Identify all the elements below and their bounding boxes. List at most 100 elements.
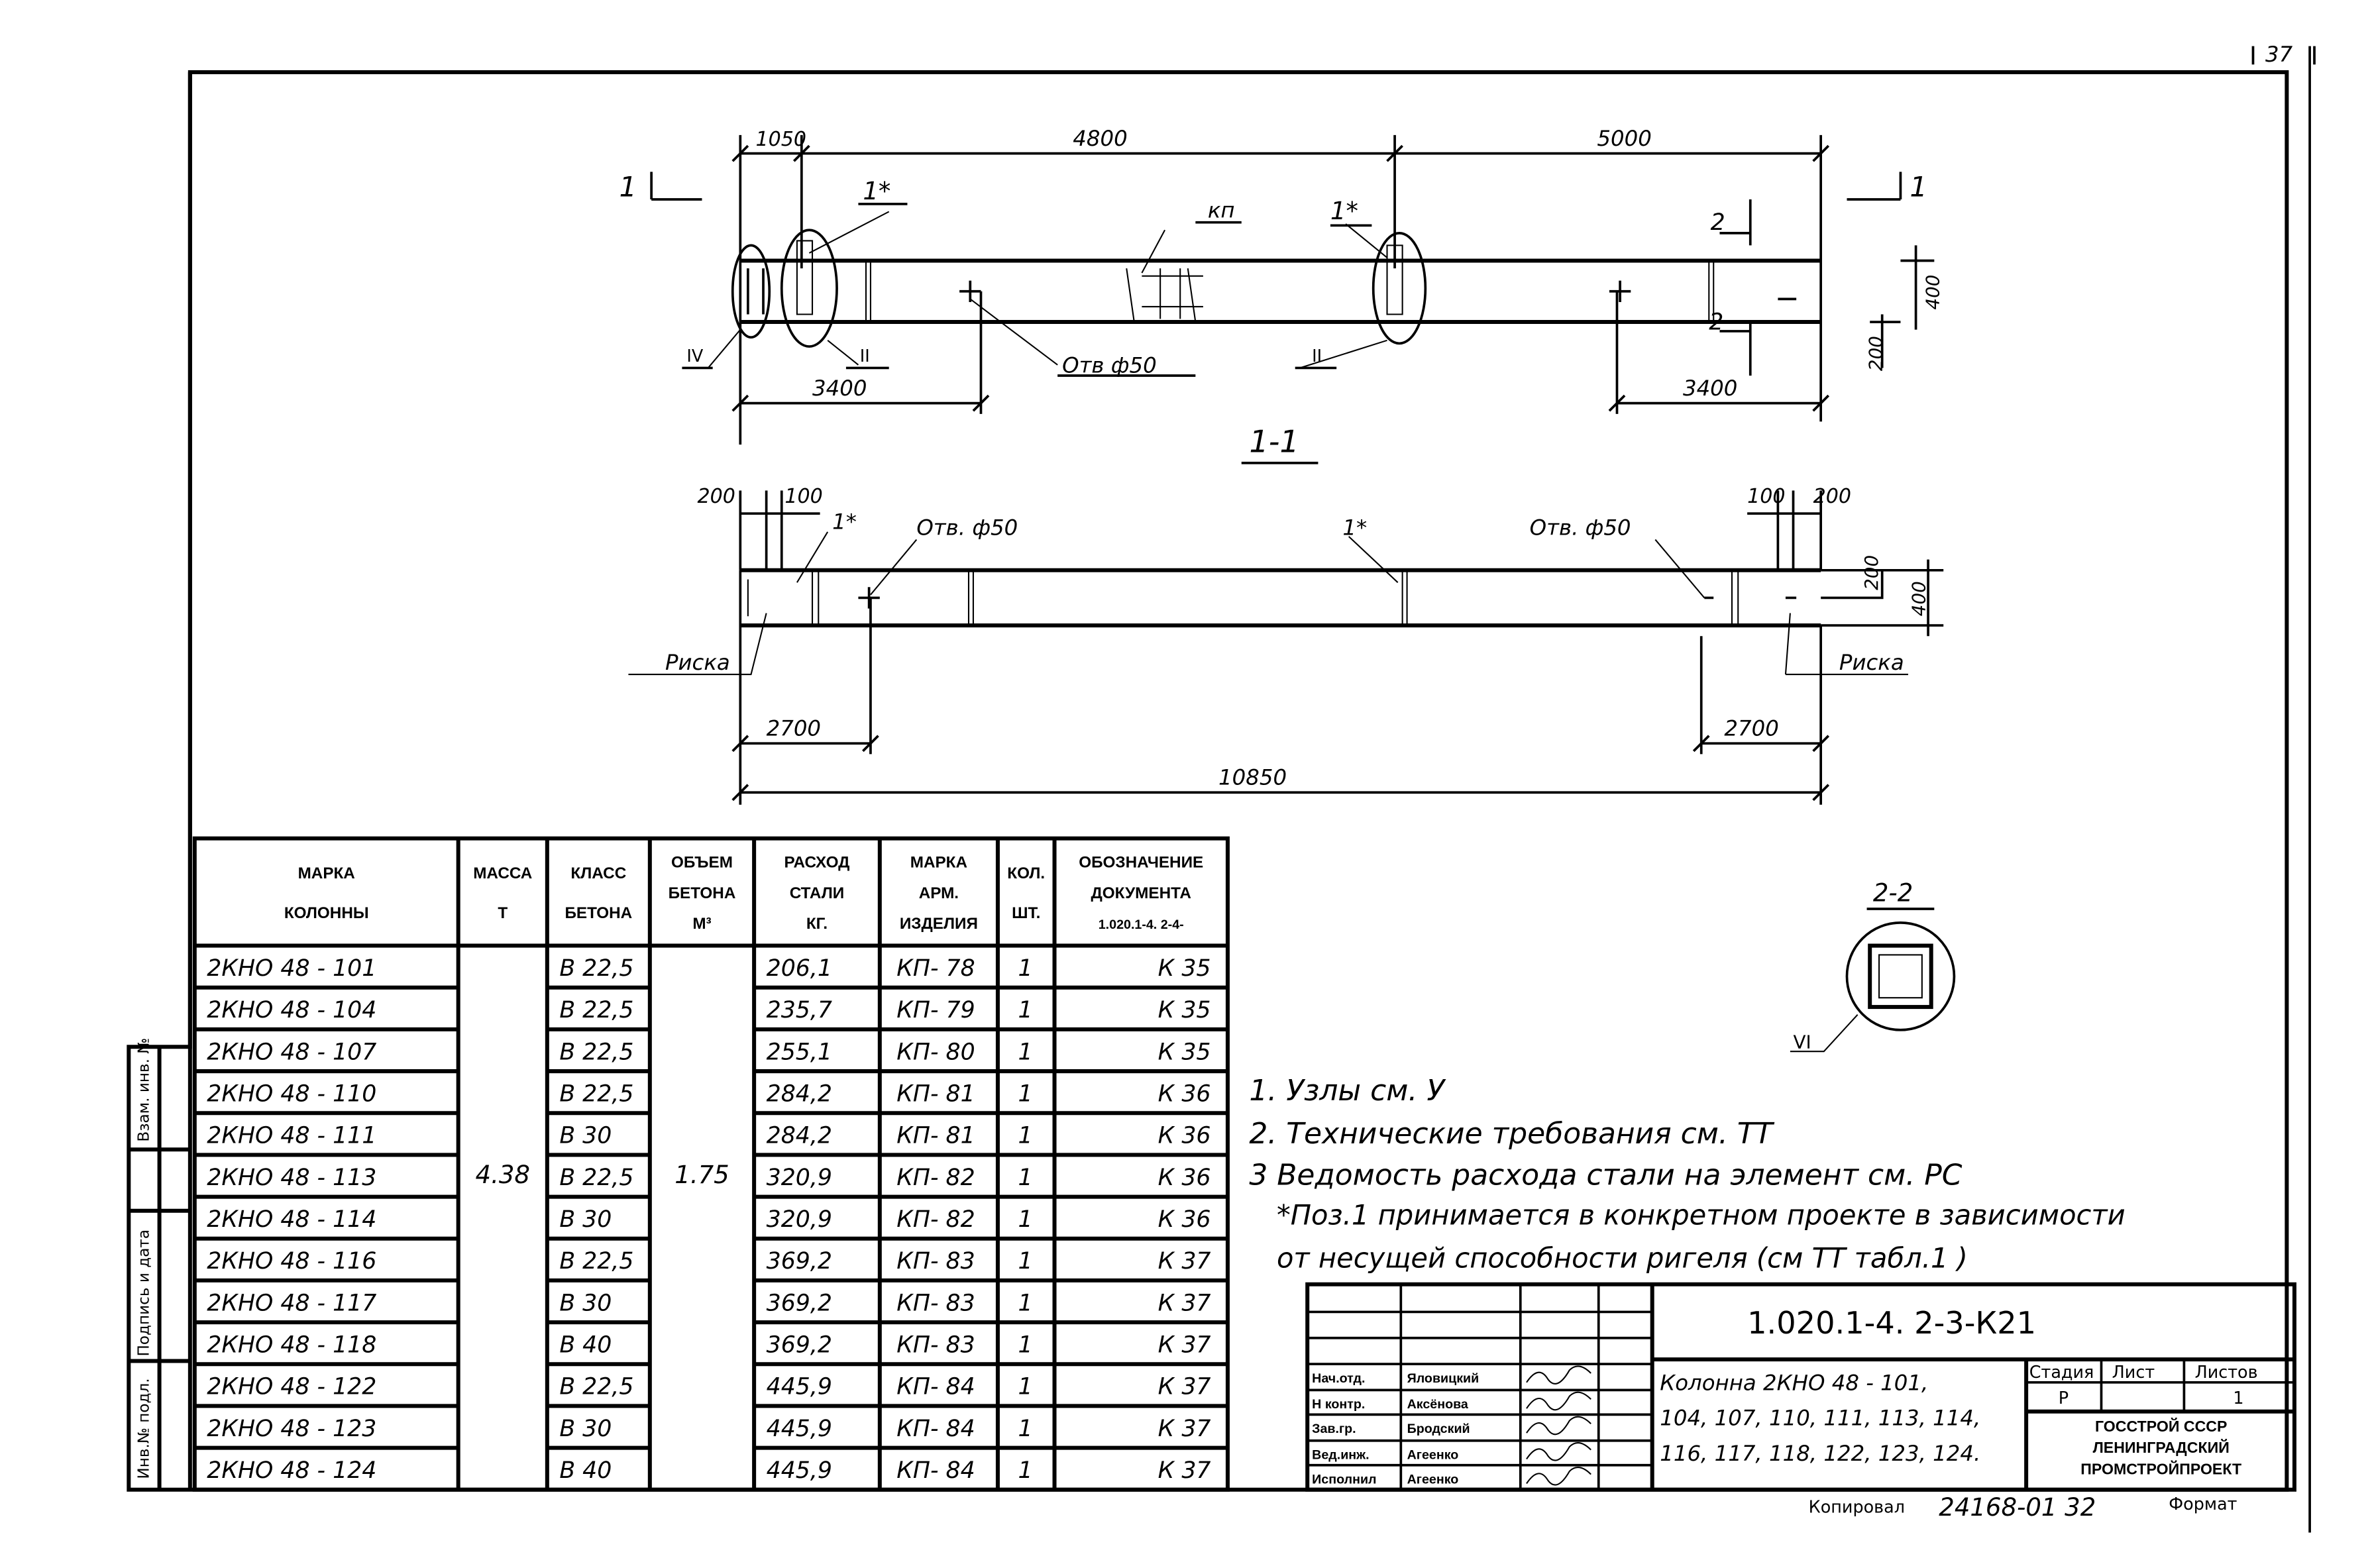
cell-doc: К 36 (1158, 1081, 1211, 1108)
table-header-cell: КЛАСС (570, 864, 626, 882)
cell-arm: КП- 79 (896, 997, 975, 1023)
cell-arm: КП- 81 (896, 1081, 975, 1108)
cell-arm: КП- 84 (896, 1457, 975, 1484)
note-footnote-1: *Поз.1 принимается в конкретном проекте … (1277, 1199, 2126, 1231)
hole-label-right: Отв. ф50 (1530, 515, 1631, 541)
cell-mark: 2КНО 48 - 122 (207, 1374, 376, 1400)
dim-200: 200 (1865, 336, 1887, 371)
volume-value: 1.75 (674, 1161, 729, 1189)
signature (1526, 1442, 1591, 1461)
cell-qty: 1 (1018, 1248, 1033, 1275)
cell-mark: 2КНО 48 - 123 (207, 1416, 376, 1442)
cell-doc: К 36 (1158, 1206, 1211, 1233)
sheet-number: 37 (2265, 42, 2293, 67)
cell-doc: К 37 (1158, 1248, 1211, 1275)
table-header-cell: КОЛОННЫ (284, 904, 369, 922)
cell-qty: 1 (1018, 1374, 1033, 1400)
note-footnote-2: от несущей способности ригеля (см ТТ таб… (1277, 1241, 1968, 1274)
cell-steel: 320,9 (767, 1165, 832, 1191)
cell-steel: 235,7 (767, 997, 832, 1023)
cell-arm: КП- 83 (896, 1290, 975, 1316)
role-name: Агеенко (1407, 1473, 1459, 1487)
dim-5000: 5000 (1597, 126, 1651, 151)
cell-arm: КП- 78 (896, 955, 975, 982)
dim-3400-right: 3400 (1683, 376, 1737, 401)
cell-qty: 1 (1018, 1332, 1033, 1359)
node-vi: VI (1794, 1031, 1811, 1053)
dim-200-right: 200 (1813, 485, 1851, 508)
callout-1-star-left: 1* (863, 177, 890, 205)
sheets-value: 1 (2233, 1388, 2243, 1408)
callout-1-star-left: 1* (832, 509, 857, 534)
table-header-cell: ОБОЗНАЧЕНИЕ (1079, 854, 1203, 872)
org-line-3: ПРОМСТРОЙПРОЕКТ (2080, 1460, 2241, 1478)
sheets-label: Листов (2195, 1362, 2258, 1382)
cell-qty: 1 (1018, 1206, 1033, 1233)
node-ii-right: II (1312, 346, 1322, 366)
cell-mark: 2КНО 48 - 111 (207, 1123, 376, 1149)
mark-label-right: Риска (1839, 650, 1904, 675)
section-mark-right: 1 (1910, 170, 1927, 203)
cell-steel: 284,2 (767, 1123, 832, 1149)
callout-kp: кп (1208, 198, 1235, 223)
stamp-replace-inv: Взам. инв. № (135, 1038, 152, 1142)
table-header-cell: Т (498, 904, 508, 922)
cell-steel: 369,2 (767, 1248, 832, 1275)
dim-100-left: 100 (784, 485, 822, 508)
description-line-3: 116, 117, 118, 122, 123, 124. (1660, 1441, 1980, 1466)
mark-label-left: Риска (665, 650, 730, 675)
cell-concrete: В 22,5 (559, 1081, 633, 1108)
cell-doc: К 36 (1158, 1123, 1211, 1149)
cell-qty: 1 (1018, 1165, 1033, 1191)
org-line-2: ЛЕНИНГРАДСКИЙ (2093, 1438, 2230, 1456)
cell-concrete: В 22,5 (559, 1039, 633, 1065)
dim-200-vertical: 200 (1860, 555, 1882, 590)
section-1-1: 1-1 200 100 100 200 1* 1* Отв. ф50 Отв. … (628, 424, 1944, 805)
cell-qty: 1 (1018, 997, 1033, 1023)
cell-doc: К 35 (1158, 1039, 1211, 1065)
cell-arm: КП- 83 (896, 1248, 975, 1275)
role-label: Зав.гр. (1312, 1422, 1356, 1436)
section-1-1-title: 1-1 (1249, 424, 1299, 460)
cell-steel: 445,9 (767, 1374, 832, 1400)
note-3: 3 Ведомость расхода стали на элемент см.… (1249, 1158, 1962, 1192)
cell-concrete: В 30 (559, 1206, 612, 1233)
cell-doc: К 37 (1158, 1457, 1211, 1484)
cell-steel: 206,1 (767, 955, 832, 982)
document-code: 1.020.1-4. 2-3-К21 (1747, 1305, 2036, 1341)
cell-arm: КП- 82 (896, 1206, 975, 1233)
table-header-cell: М³ (692, 915, 711, 933)
table-header-cell: ИЗДЕЛИЯ (900, 915, 978, 933)
cell-mark: 2КНО 48 - 117 (207, 1290, 376, 1316)
section-2-2: 2-2 VI (1790, 878, 1956, 1053)
cell-arm: КП- 82 (896, 1165, 975, 1191)
cell-qty: 1 (1018, 1457, 1033, 1484)
dim-3400-left: 3400 (812, 376, 867, 401)
cell-qty: 1 (1018, 1039, 1033, 1065)
cell-mark: 2КНО 48 - 110 (207, 1081, 376, 1108)
mass-value: 4.38 (476, 1161, 530, 1189)
cell-doc: К 36 (1158, 1165, 1211, 1191)
cell-steel: 369,2 (767, 1332, 832, 1359)
cell-steel: 255,1 (767, 1039, 832, 1065)
dim-400-vertical: 400 (1908, 581, 1929, 616)
table-header-cell: МАРКА (910, 854, 967, 872)
cell-steel: 369,2 (767, 1290, 832, 1316)
cell-arm: КП- 84 (896, 1374, 975, 1400)
table-header-cell: СТАЛИ (790, 884, 845, 902)
dim-1050: 1050 (755, 128, 806, 151)
section-2-top: 2 (1711, 209, 1725, 236)
role-name: Бродский (1407, 1422, 1470, 1436)
stage-value: Р (2059, 1388, 2069, 1408)
cell-concrete: В 22,5 (559, 1165, 633, 1191)
cell-arm: КП- 81 (896, 1123, 975, 1149)
cell-mark: 2КНО 48 - 118 (207, 1332, 376, 1359)
